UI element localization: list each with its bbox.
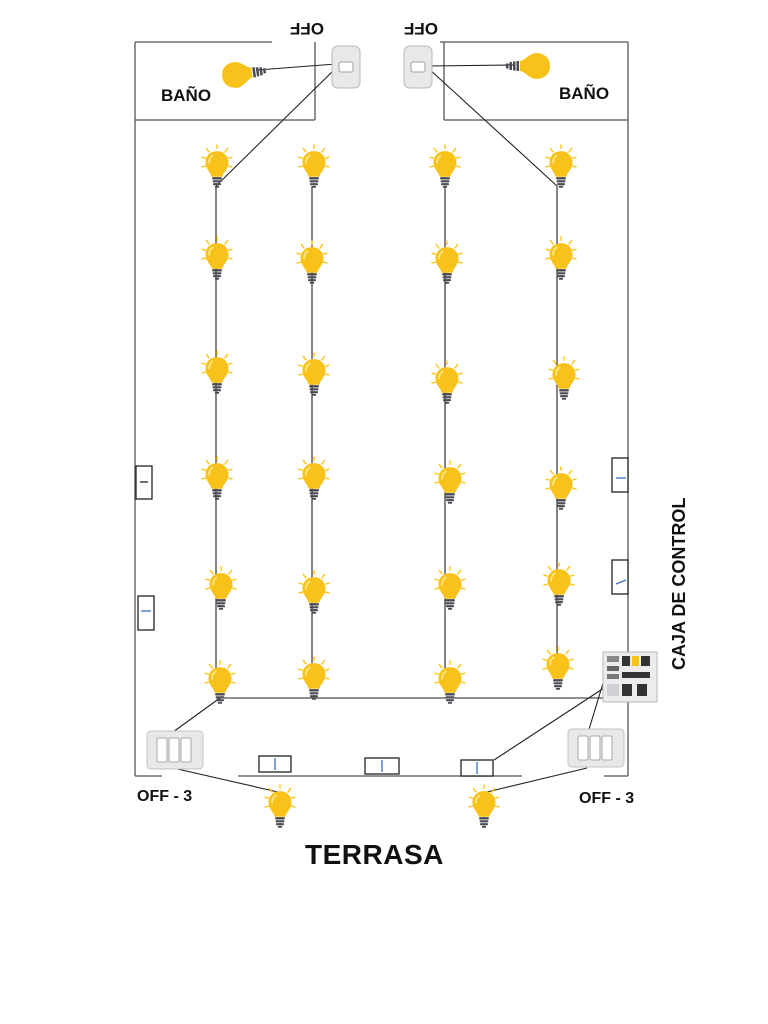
light-bulb-icon[interactable] (205, 566, 237, 611)
light-bulb-icon[interactable] (298, 352, 330, 397)
light-bulb-icon[interactable] (298, 656, 330, 701)
light-bulb-icon[interactable] (545, 466, 577, 511)
light-bulb-icon[interactable] (201, 236, 233, 281)
light-bulb-icon[interactable] (296, 240, 328, 285)
light-bulb-icon[interactable] (543, 562, 575, 607)
light-bulb-icon[interactable] (298, 570, 330, 615)
window-icon (258, 755, 292, 773)
light-bulb-icon[interactable] (542, 646, 574, 691)
light-bulb-icon[interactable] (431, 360, 463, 405)
light-bulb-icon[interactable] (204, 660, 236, 705)
window-icon (137, 595, 155, 631)
light-bulb-icon[interactable] (545, 236, 577, 281)
light-bulb-icon[interactable] (468, 784, 500, 829)
bulb-grid (201, 144, 580, 705)
triple-switch-icon[interactable] (146, 730, 204, 770)
light-bulb-icon[interactable] (264, 784, 296, 829)
off-label-top-left: OFF (290, 19, 324, 38)
light-bulb-icon[interactable] (434, 460, 466, 505)
light-bulb-icon[interactable] (545, 144, 577, 189)
light-bulb-icon[interactable] (201, 350, 233, 395)
window-icon (611, 457, 629, 493)
light-bulb-icon[interactable] (434, 566, 466, 611)
off-label-bottom-left: OFF - 3 (137, 788, 193, 805)
light-bulb-icon[interactable] (220, 57, 268, 90)
bathroom-label-left: BAÑO (161, 86, 212, 105)
window-icon (460, 759, 494, 777)
window-icon (135, 465, 153, 500)
wall-switch-icon[interactable] (331, 45, 361, 89)
light-bulb-icon[interactable] (548, 356, 580, 401)
wall-switch-icon[interactable] (403, 45, 433, 89)
wiring (172, 63, 605, 793)
light-bulb-icon[interactable] (431, 240, 463, 285)
window-icon (611, 559, 629, 595)
window-icon (364, 757, 400, 775)
light-bulb-icon[interactable] (298, 144, 330, 189)
light-bulb-icon[interactable] (298, 456, 330, 501)
control-box-label: CAJA DE CONTROL (669, 497, 689, 670)
light-bulb-icon[interactable] (201, 144, 233, 189)
light-bulb-icon[interactable] (429, 144, 461, 189)
bathroom-label-right: BAÑO (559, 84, 610, 103)
light-bulb-icon[interactable] (201, 456, 233, 501)
off-label-bottom-right: OFF - 3 (579, 790, 635, 807)
control-panel-icon[interactable] (602, 651, 658, 703)
terrace-title: TERRASA (305, 839, 444, 870)
triple-switch-icon[interactable] (567, 728, 625, 768)
light-bulb-icon[interactable] (506, 53, 550, 79)
off-label-top-right: OFF (404, 19, 438, 38)
light-bulb-icon[interactable] (434, 660, 466, 705)
